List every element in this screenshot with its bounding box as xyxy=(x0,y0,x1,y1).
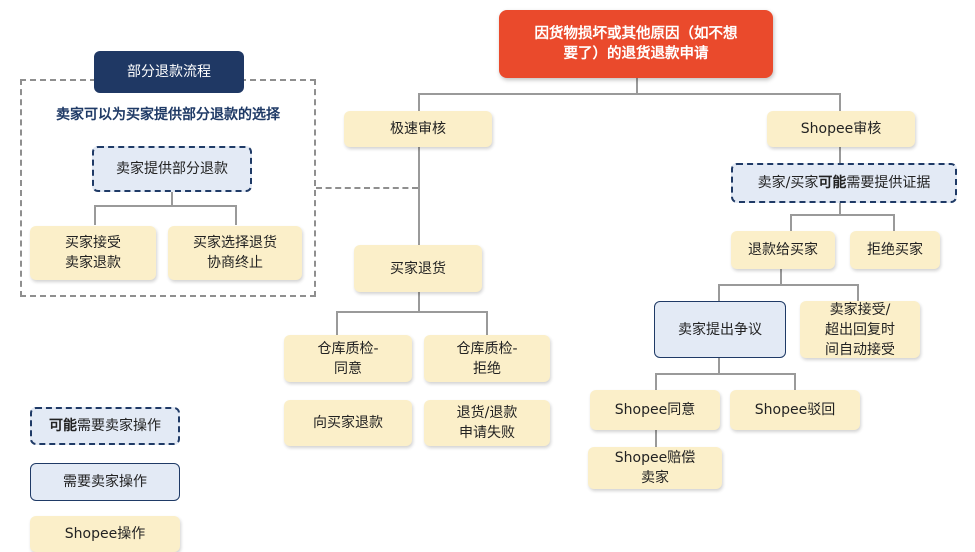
connector xyxy=(94,205,236,207)
connector xyxy=(718,284,720,301)
reject-buyer-node: 拒绝买家 xyxy=(850,231,940,269)
shopee-review-node: Shopee审核 xyxy=(767,111,915,147)
connector xyxy=(418,93,840,95)
connector xyxy=(171,192,173,206)
legend-maybe-seller-action: 可能需要卖家操作 xyxy=(30,407,180,445)
evidence-bold: 可能 xyxy=(818,175,847,191)
connector xyxy=(790,214,894,216)
seller-accept-timeout-node: 卖家接受/ 超出回复时 间自动接受 xyxy=(800,301,920,358)
connector xyxy=(418,93,420,111)
warehouse-reject-node: 仓库质检- 拒绝 xyxy=(424,335,550,382)
connector xyxy=(857,284,859,301)
legend-maybe-post: 需要卖家操作 xyxy=(77,418,161,434)
shopee-agree-node: Shopee同意 xyxy=(590,390,720,430)
connector xyxy=(336,311,488,313)
refund-to-buyer-node: 退款给买家 xyxy=(731,231,835,269)
root-request-node: 因货物损坏或其他原因（如不想 要了）的退货退款申请 xyxy=(499,10,773,78)
connector xyxy=(893,214,895,231)
connector xyxy=(794,373,796,390)
connector xyxy=(486,311,488,335)
connector xyxy=(780,269,782,285)
connector xyxy=(336,311,338,335)
connector xyxy=(718,358,720,374)
connector xyxy=(790,214,792,231)
connector xyxy=(655,373,657,390)
connector xyxy=(718,284,858,286)
partial-refund-connector xyxy=(316,187,418,189)
evidence-node: 卖家/买家可能需要提供证据 xyxy=(731,163,957,203)
buyer-choose-return-node: 买家选择退货 协商终止 xyxy=(168,226,302,280)
connector xyxy=(418,147,420,245)
seller-dispute-node: 卖家提出争议 xyxy=(654,301,786,358)
connector xyxy=(655,430,657,447)
legend-maybe-bold: 可能 xyxy=(49,418,77,434)
refund-buyer-node: 向买家退款 xyxy=(284,400,412,446)
connector xyxy=(839,203,841,215)
legend-shopee-action: Shopee操作 xyxy=(30,516,180,552)
connector xyxy=(94,205,96,225)
fast-review-node: 极速审核 xyxy=(344,111,492,147)
connector xyxy=(636,78,638,94)
legend-need-seller-action: 需要卖家操作 xyxy=(30,463,180,501)
shopee-reject-node: Shopee驳回 xyxy=(730,390,860,430)
shopee-compensate-node: Shopee赔偿 卖家 xyxy=(588,447,722,489)
connector xyxy=(235,205,237,225)
seller-partial-refund-node: 卖家提供部分退款 xyxy=(92,146,252,192)
buyer-return-node: 买家退货 xyxy=(354,245,482,292)
partial-refund-title: 部分退款流程 xyxy=(94,51,244,93)
evidence-pre: 卖家/买家 xyxy=(757,175,819,191)
buyer-accept-seller-refund-node: 买家接受 卖家退款 xyxy=(30,226,156,280)
partial-refund-subtitle: 卖家可以为买家提供部分退款的选择 xyxy=(56,107,280,123)
connector xyxy=(655,373,795,375)
connector xyxy=(839,147,841,163)
connector xyxy=(839,93,841,111)
return-fail-node: 退货/退款 申请失败 xyxy=(424,400,550,446)
evidence-post: 需要提供证据 xyxy=(846,175,931,191)
warehouse-agree-node: 仓库质检- 同意 xyxy=(284,335,412,382)
connector xyxy=(418,292,420,312)
